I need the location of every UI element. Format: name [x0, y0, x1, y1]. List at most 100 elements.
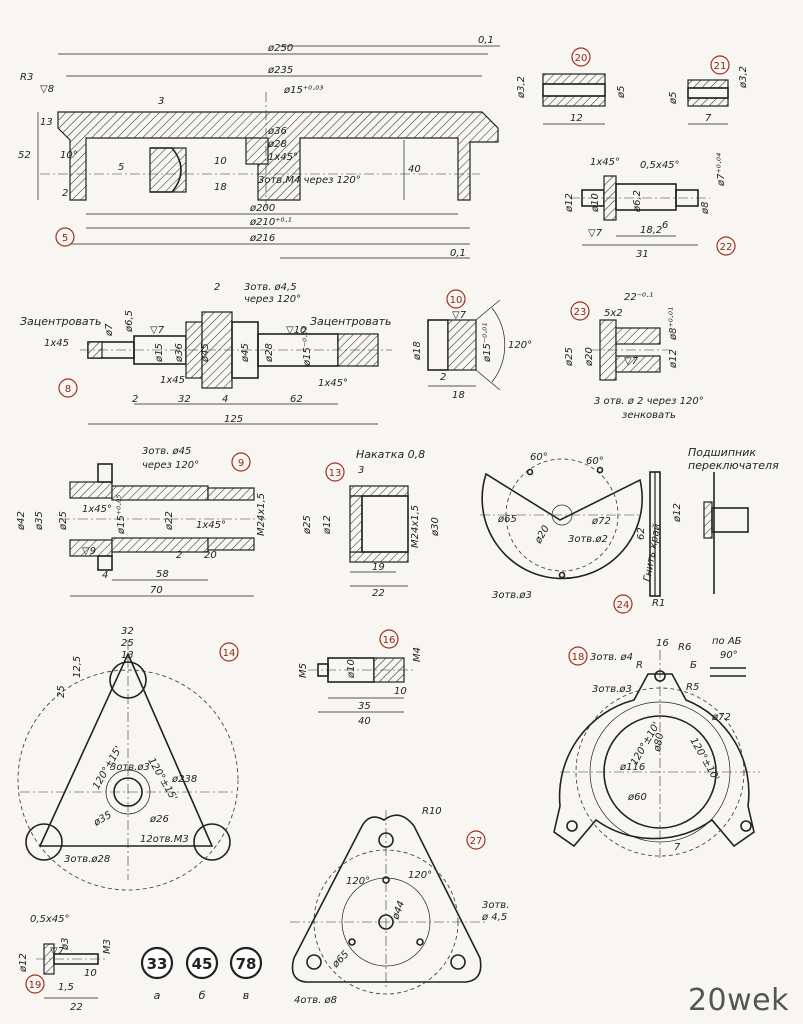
part-18-number: 18 — [572, 652, 585, 663]
part-19-thread-m3: М3 — [102, 939, 113, 954]
part-5-number-circle — [55, 227, 75, 247]
part-18-dim-d72: ø72 — [711, 712, 731, 723]
part-27-holes: 3отв. — [482, 900, 509, 911]
part-5-number: 5 — [62, 233, 68, 244]
part-18-label-b: Б — [690, 660, 697, 671]
part-9-dim-d22: ø22 — [164, 511, 175, 531]
part-24-dim-62: 62 — [636, 527, 647, 540]
part-19-surface-7: ▽7 — [50, 946, 65, 957]
part-19-number: 19 — [29, 980, 42, 991]
part-20-drawing: 20 ø3,2 ø5 12 — [516, 47, 627, 125]
part-9-dim-70: 70 — [150, 585, 163, 596]
part-16-dim-40: 40 — [358, 716, 371, 727]
part-27-angle-b: 120° — [408, 870, 432, 881]
part-9-chamfer-1: 1х45° — [82, 504, 112, 515]
part-19-chamfer: 0,5х45° — [30, 914, 70, 925]
part-16-thread-m5: М5 — [298, 663, 309, 678]
part-9-dim-58: 58 — [156, 569, 169, 580]
part-5-dim-13: 13 — [40, 117, 53, 128]
part-21-dim-len: 7 — [705, 113, 712, 124]
part-23-dim-d12: ø12 — [668, 349, 679, 369]
part-16-dim-d10: ø10 — [346, 659, 357, 679]
part-18-dim-d116: ø116 — [619, 762, 645, 773]
watermark-text: 20wek — [687, 983, 789, 1018]
part-14-dim-25: 25 — [121, 638, 134, 649]
part-18-angle-b: 120°±10' — [687, 736, 721, 783]
part-20-dim-len: 12 — [570, 113, 583, 124]
part-18-dim-d60: ø60 — [627, 792, 647, 803]
part-27-drawing: 27 R10 120° 120° ø44 ø65 3отв. ø 4,5 4от… — [290, 806, 509, 1006]
part-14-dim-13: 13 — [121, 650, 134, 661]
part-24-dim-d20: ø20 — [533, 524, 552, 547]
part-20-dim-d5: ø5 — [616, 86, 627, 99]
part-13-dim-d25: ø25 — [302, 515, 313, 535]
part-14-dim-d26: ø26 — [149, 814, 169, 825]
part-23-surface-7: ▽7 — [624, 356, 639, 367]
part-14-drawing: 14 32 25 13 12,5 25 120°±15' 120°±15' 3о… — [17, 626, 239, 891]
part-23-dim-top: 22⁻⁰·¹ — [624, 292, 653, 303]
part-5-surface-8: ▽8 — [40, 84, 54, 95]
part-5-dim-tol-top: 0,1 — [478, 35, 494, 46]
part-16-drawing: 16 М5 ø10 М4 10 35 40 — [298, 629, 423, 727]
part-21-drawing: 21 ø5 ø3,2 7 — [668, 55, 749, 125]
part-9-dim-d35: ø35 — [34, 511, 45, 531]
part-18-dim-r5: R5 — [686, 682, 699, 693]
part-8-dim-2b: 2 — [132, 394, 138, 405]
part-8-surface-10: ▽10 — [286, 325, 306, 336]
part-18-drawing: 18 3отв. ø4 16 R6 R Б по АБ 90° 3отв.ø3 … — [553, 636, 760, 860]
part-5-dim-d200: ø200 — [249, 203, 275, 214]
part-8-dim-d36: ø36 — [174, 343, 185, 363]
part-19-dim-d12: ø12 — [18, 953, 29, 973]
coin-c: 78 в — [229, 946, 263, 1002]
part-10-dim-d15: ø15⁻⁰·⁰¹ — [482, 323, 493, 363]
part-5-dim-2: 2 — [62, 188, 68, 199]
part-8-dim-d15: ø15 — [154, 343, 165, 363]
part-24-bearing-label-2: переключателя — [688, 459, 779, 472]
part-18-dim-r6: R6 — [678, 642, 691, 653]
part-24-angle-b: 60° — [586, 456, 604, 467]
part-5-dim-d15: ø15⁺⁰·⁰³ — [283, 85, 323, 96]
part-20-number: 20 — [575, 53, 588, 64]
part-5-thread-note: 3отв.М4 через 120° — [258, 175, 361, 186]
part-21-dim-d5: ø5 — [668, 92, 679, 105]
part-8-dim-d65: ø6,5 — [124, 310, 135, 333]
part-24-dim-r1: R1 — [652, 598, 665, 609]
part-13-dim-22: 22 — [372, 588, 385, 599]
part-19-dim-10: 10 — [84, 968, 97, 979]
coin-b: 45 б — [185, 946, 219, 1002]
part-18-dim-7: 7 — [674, 842, 681, 853]
part-22-dim-d12: ø12 — [564, 193, 575, 213]
part-8-dim-d15b: ø15⁻⁰·⁰² — [302, 327, 313, 367]
coin-c-letter: в — [243, 989, 249, 1002]
part-21-number: 21 — [714, 61, 727, 72]
part-14-dim-125: 12,5 — [72, 656, 83, 678]
part-24-dim-d12: ø12 — [672, 503, 683, 523]
part-22-dim-d7: ø7⁺⁰·⁰⁴ — [715, 153, 727, 187]
part-5-dim-d250: ø250 — [267, 43, 293, 54]
coin-group: 33 а 45 б 78 в — [140, 946, 263, 1002]
part-9-thread: М24х1,5 — [256, 493, 267, 536]
part-24-drawing: 24 60° 60° ø65 ø20 ø72 3отв.ø2 3отв.ø3 Г… — [480, 446, 779, 614]
part-27-dim-r10: R10 — [422, 806, 442, 817]
part-13-dim-d12: ø12 — [322, 515, 333, 535]
part-8-dim-d45b: ø45 — [240, 343, 251, 363]
part-14-tapped-holes: 12отв.М3 — [140, 834, 189, 845]
part-22-number: 22 — [720, 242, 733, 253]
part-27-holes-size: ø 4,5 — [481, 912, 507, 923]
part-5-dim-3: 3 — [158, 96, 164, 107]
part-14-holes: 3отв.ø3 — [110, 762, 150, 773]
part-22-chamfer-2: 0,5х45° — [640, 160, 680, 171]
part-8-chamfer-2: 1х45 — [160, 375, 185, 386]
part-23-countersink: зенковать — [622, 410, 676, 421]
part-8-centre-left: Зацентровать — [20, 315, 101, 328]
part-9-dim-d42: ø42 — [16, 511, 27, 531]
part-5-dim-10: 10 — [214, 156, 227, 167]
part-19-dim-15: 1,5 — [58, 982, 74, 993]
part-5-dim-d210: ø210⁺⁰·¹ — [249, 217, 292, 228]
part-22-dim-182: 18,2 — [640, 225, 662, 236]
part-5-drawing: 5 ø250 ø235 0,1 ø15⁺⁰·⁰³ ø36 ø28 1х45° 3… — [18, 35, 500, 259]
part-24-dim-d72: ø72 — [591, 516, 611, 527]
part-8-holes: 3отв. ø4,5 — [244, 282, 297, 293]
part-27-holes-8: 4отв. ø8 — [294, 995, 337, 1006]
